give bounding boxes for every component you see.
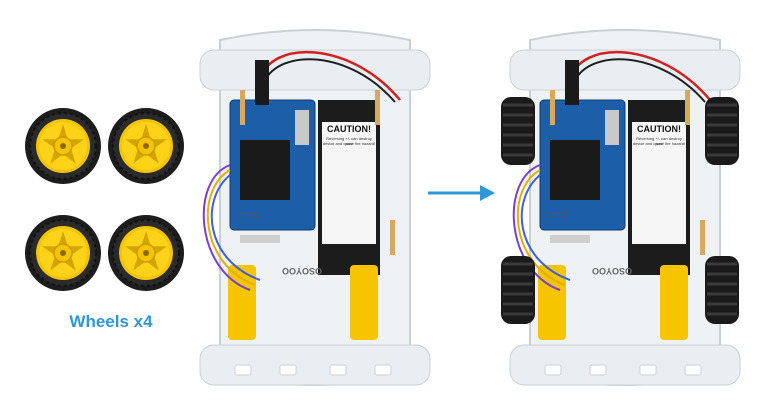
- board-label: MEGA: [238, 210, 259, 217]
- chassis-image: [198, 28, 432, 387]
- wheels-caption: Wheels x4: [69, 312, 153, 331]
- caution-title: CAUTION!: [637, 124, 681, 134]
- wheel-image: [107, 214, 185, 292]
- caution-text: Reversing +/- can destroy your: [636, 136, 682, 146]
- car-wheel-image: [499, 95, 537, 167]
- caution-text: Reversing +/- can destroy your: [326, 136, 372, 146]
- wheel-image: [24, 214, 102, 292]
- car-wheel-image: [499, 254, 537, 326]
- brand-label: OSOYOO: [282, 266, 323, 276]
- board-label: MEGA: [548, 210, 569, 217]
- assembled-car-image: [508, 28, 742, 387]
- wheel-image: [24, 107, 102, 185]
- brand-label: OSOYOO: [592, 266, 633, 276]
- car-wheel-image: [703, 254, 741, 326]
- car-wheel-image: [703, 95, 741, 167]
- caution-text: device and cause fire hazard!: [322, 141, 376, 146]
- right-arrow-icon: [428, 185, 495, 201]
- wheel-image: [107, 107, 185, 185]
- caution-title: CAUTION!: [327, 124, 371, 134]
- caution-text: device and cause fire hazard!: [632, 141, 686, 146]
